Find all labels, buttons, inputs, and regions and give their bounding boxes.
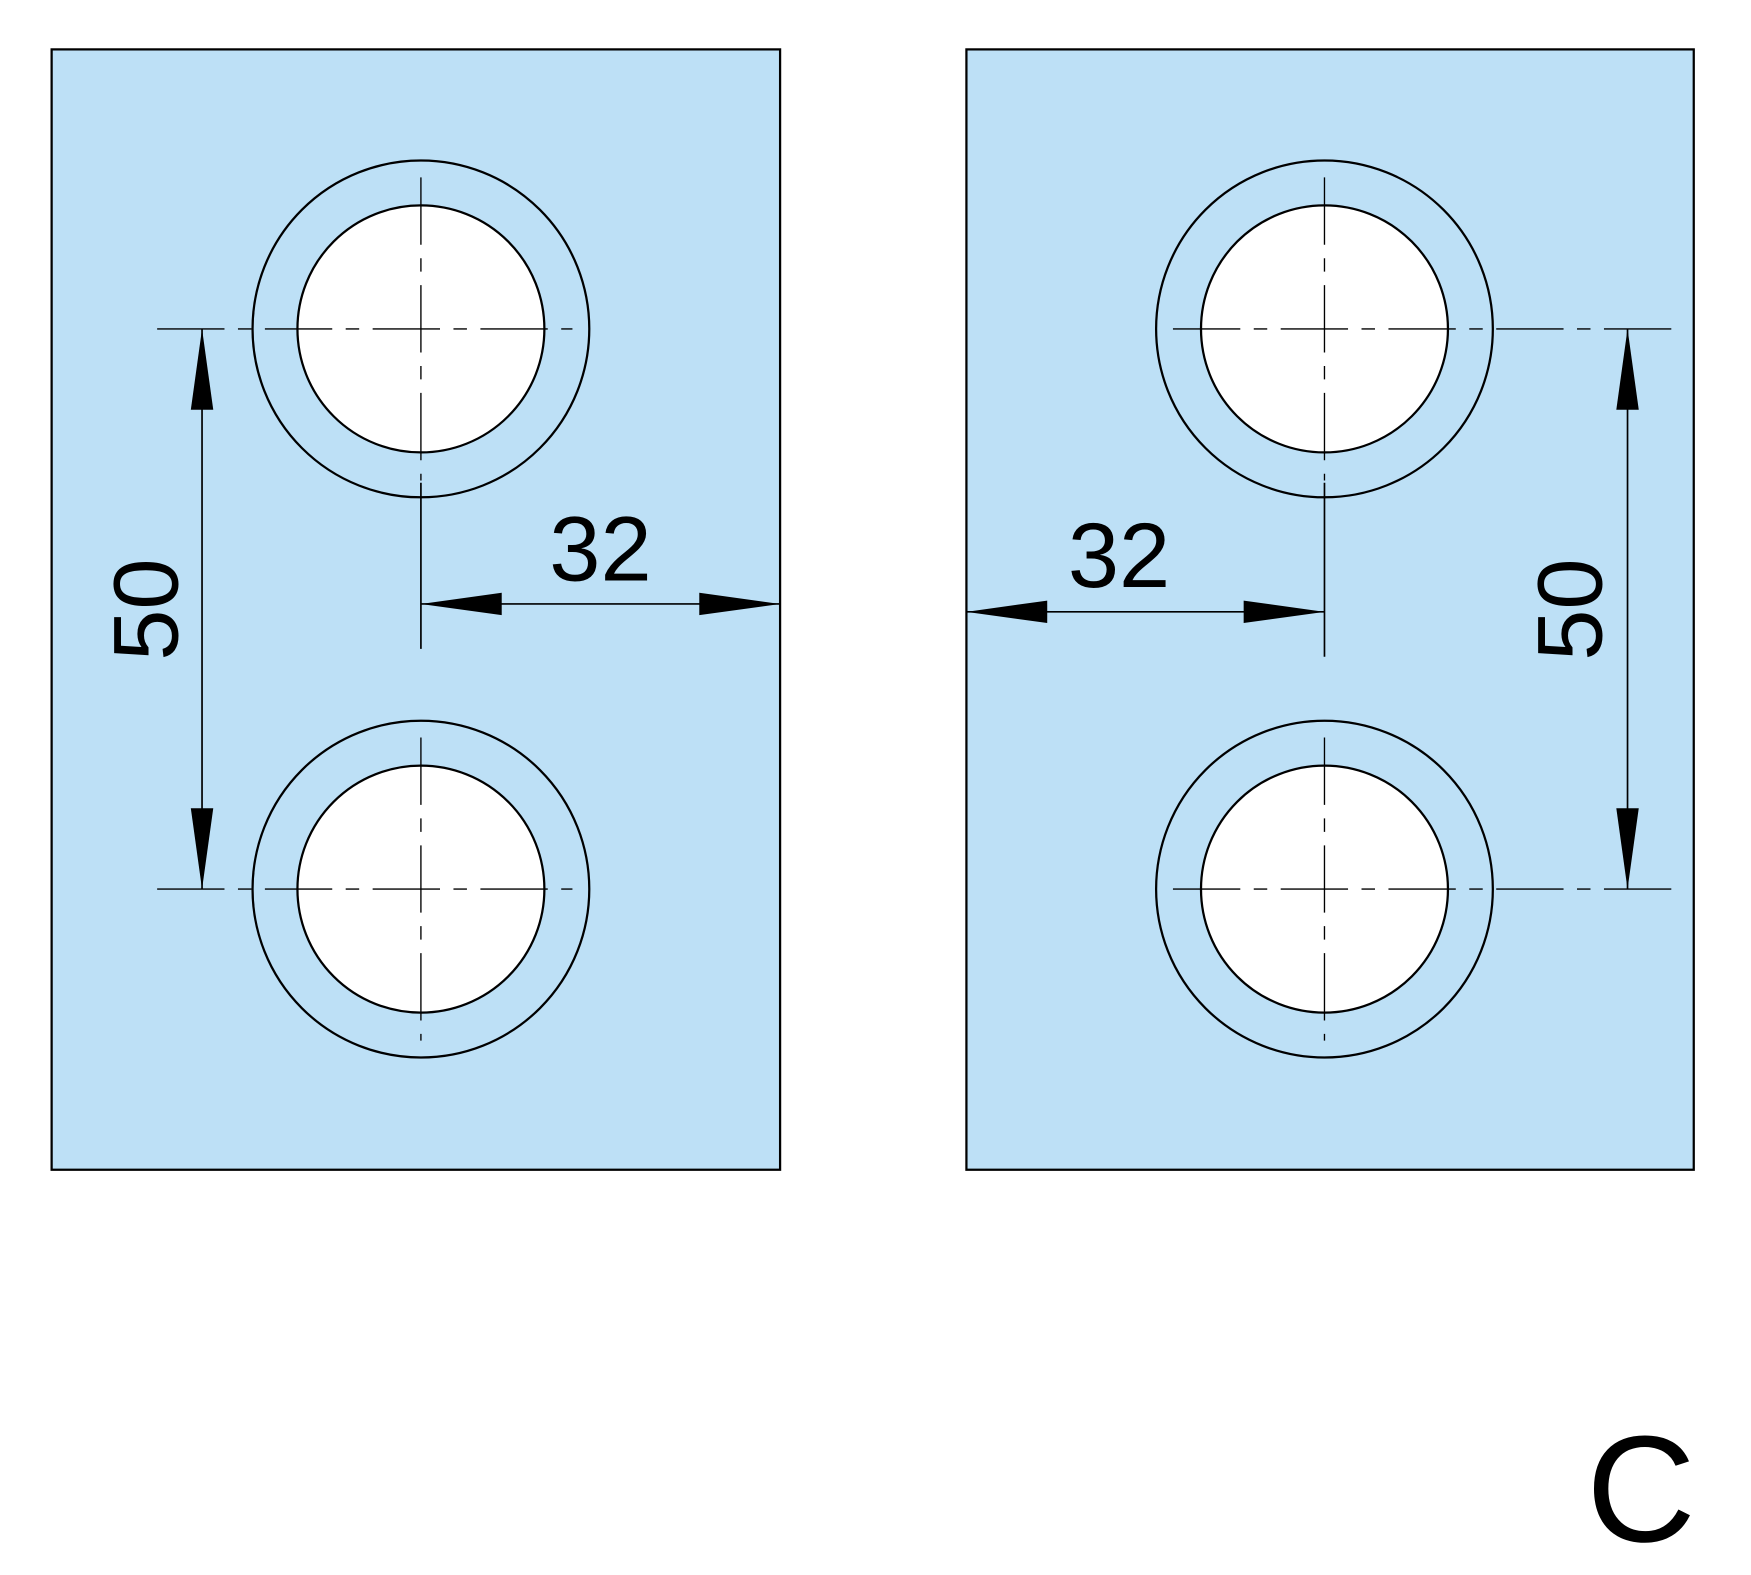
arrow-icon — [1243, 600, 1325, 624]
right-panel: 50 32 — [965, 48, 1695, 1171]
arrow-icon — [1616, 328, 1639, 410]
arrow-icon — [699, 592, 781, 616]
arrow-icon — [966, 600, 1048, 624]
arrow-icon — [190, 808, 214, 890]
left-bottom-hole-ring — [251, 719, 591, 1059]
dimension-32-left: 32 — [549, 497, 651, 600]
arrow-icon — [1616, 808, 1639, 890]
dimension-32-right: 32 — [1068, 504, 1170, 607]
dimension-50-left: 50 — [94, 558, 197, 660]
arrow-icon — [420, 592, 502, 616]
dimension-50-right: 50 — [1519, 558, 1622, 660]
left-panel: 50 32 — [50, 48, 782, 1171]
arrow-icon — [190, 328, 214, 410]
drawing-label: C — [1586, 1405, 1695, 1574]
right-bottom-hole-ring — [1154, 719, 1494, 1059]
